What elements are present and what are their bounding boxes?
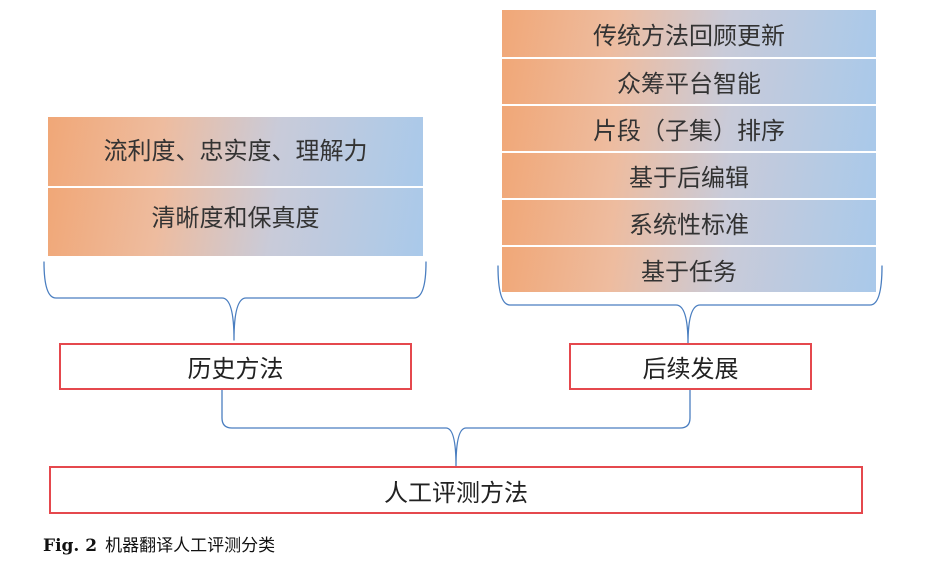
right-item-label: 众筹平台智能 [617,70,761,98]
right-item-task-based: 基于任务 [502,247,876,292]
right-item-crowdsourcing: 众筹平台智能 [502,59,876,104]
right-brace [497,265,883,345]
root-label: 人工评测方法 [384,478,528,507]
right-item-label: 传统方法回顾更新 [593,22,785,50]
right-item-traditional-review: 传统方法回顾更新 [502,10,876,57]
left-item-label: 流利度、忠实度、理解力 [103,137,368,165]
root-box: 人工评测方法 [49,466,863,514]
historical-methods-label: 历史方法 [187,355,284,383]
right-item-label: 基于后编辑 [629,164,749,192]
left-brace [43,261,427,341]
bottom-brace [221,389,691,467]
historical-methods-box: 历史方法 [59,343,412,390]
figure-label: Fig. 2 [43,536,98,556]
left-item-label: 清晰度和保真度 [151,204,320,232]
right-item-post-editing: 基于后编辑 [502,153,876,198]
figure-caption: Fig. 2 机器翻译人工评测分类 [43,531,275,556]
figure-caption-text: 机器翻译人工评测分类 [105,536,276,556]
left-item-fluency: 流利度、忠实度、理解力 [48,117,423,187]
subsequent-development-box: 后续发展 [569,343,812,390]
left-item-clarity: 清晰度和保真度 [48,188,423,256]
right-item-label: 片段（子集）排序 [593,117,785,145]
subsequent-development-label: 后续发展 [642,355,739,383]
left-group-divider [48,186,423,188]
right-item-label: 基于任务 [641,258,737,286]
right-item-label: 系统性标准 [629,211,749,239]
right-item-segment-ranking: 片段（子集）排序 [502,106,876,151]
right-item-systematic-criteria: 系统性标准 [502,200,876,245]
